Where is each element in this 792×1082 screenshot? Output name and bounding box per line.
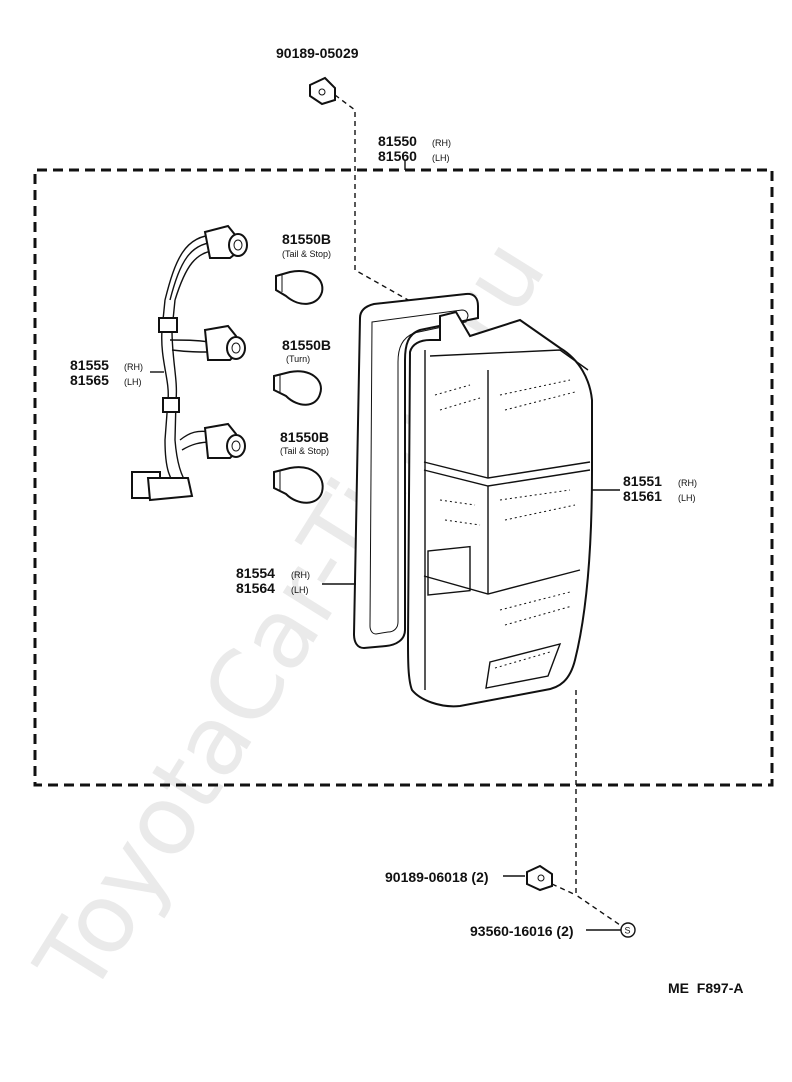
gasket-part <box>352 292 479 650</box>
label-nut: 90189-06018 (2) <box>385 869 489 885</box>
label-bulb-1: 81550B (Tail & Stop) <box>282 231 331 259</box>
lens-housing <box>406 310 593 708</box>
label-lens: 81551 (RH) 81561 (LH) <box>623 473 697 504</box>
nut-dashed-line <box>551 883 577 896</box>
label-bulb-3-sub: (Tail & Stop) <box>280 446 329 456</box>
lens-dashed-down <box>575 690 621 926</box>
label-bulb-3-num: 81550B <box>280 429 329 445</box>
label-bulb-3: 81550B (Tail & Stop) <box>280 429 329 456</box>
label-socket-suf2: (LH) <box>124 377 142 387</box>
label-bulb-1-sub: (Tail & Stop) <box>282 249 331 259</box>
bulb-3 <box>273 466 324 504</box>
screw-symbol-letter: S <box>625 926 631 936</box>
label-bulb-1-num: 81550B <box>282 231 331 247</box>
label-gasket-suf2: (LH) <box>291 585 309 595</box>
socket-2 <box>203 324 246 361</box>
wiring-harness <box>131 234 221 502</box>
label-socket-suf1: (RH) <box>124 362 143 372</box>
label-clip-top: 90189-05029 <box>276 45 359 61</box>
label-assembly-suf1: (RH) <box>432 138 451 148</box>
label-lens-suf2: (LH) <box>678 493 696 503</box>
label-assembly-suf2: (LH) <box>432 153 450 163</box>
label-lens-num2: 81561 <box>623 488 662 504</box>
label-gasket-suf1: (RH) <box>291 570 310 580</box>
label-lens-num1: 81551 <box>623 473 662 489</box>
label-assembly-num2: 81560 <box>378 148 417 164</box>
socket-1 <box>203 224 248 259</box>
label-gasket: 81554 (RH) 81564 (LH) <box>236 565 310 596</box>
screw-symbol-circle <box>620 922 636 938</box>
label-screw: 93560-16016 (2) <box>470 923 574 939</box>
label-socket: 81555 (RH) 81565 (LH) <box>70 357 143 388</box>
label-bulb-2: 81550B (Turn) <box>282 337 331 364</box>
clip-part-top <box>309 76 336 106</box>
label-socket-num1: 81555 <box>70 357 109 373</box>
diagram-code: ME F897-A <box>668 980 743 996</box>
label-assembly: 81550 (RH) 81560 (LH) <box>378 133 451 164</box>
assembly-border <box>33 168 774 787</box>
bulb-1 <box>275 270 324 305</box>
label-socket-num2: 81565 <box>70 372 109 388</box>
socket-3 <box>203 422 246 459</box>
label-assembly-num1: 81550 <box>378 133 417 149</box>
label-gasket-num1: 81554 <box>236 565 275 581</box>
label-bulb-2-num: 81550B <box>282 337 331 353</box>
clip-leader-line <box>334 94 441 319</box>
label-gasket-num2: 81564 <box>236 580 275 596</box>
bulb-2 <box>273 370 322 406</box>
label-lens-suf1: (RH) <box>678 478 697 488</box>
label-bulb-2-sub: (Turn) <box>286 354 310 364</box>
nut-part <box>526 864 553 892</box>
